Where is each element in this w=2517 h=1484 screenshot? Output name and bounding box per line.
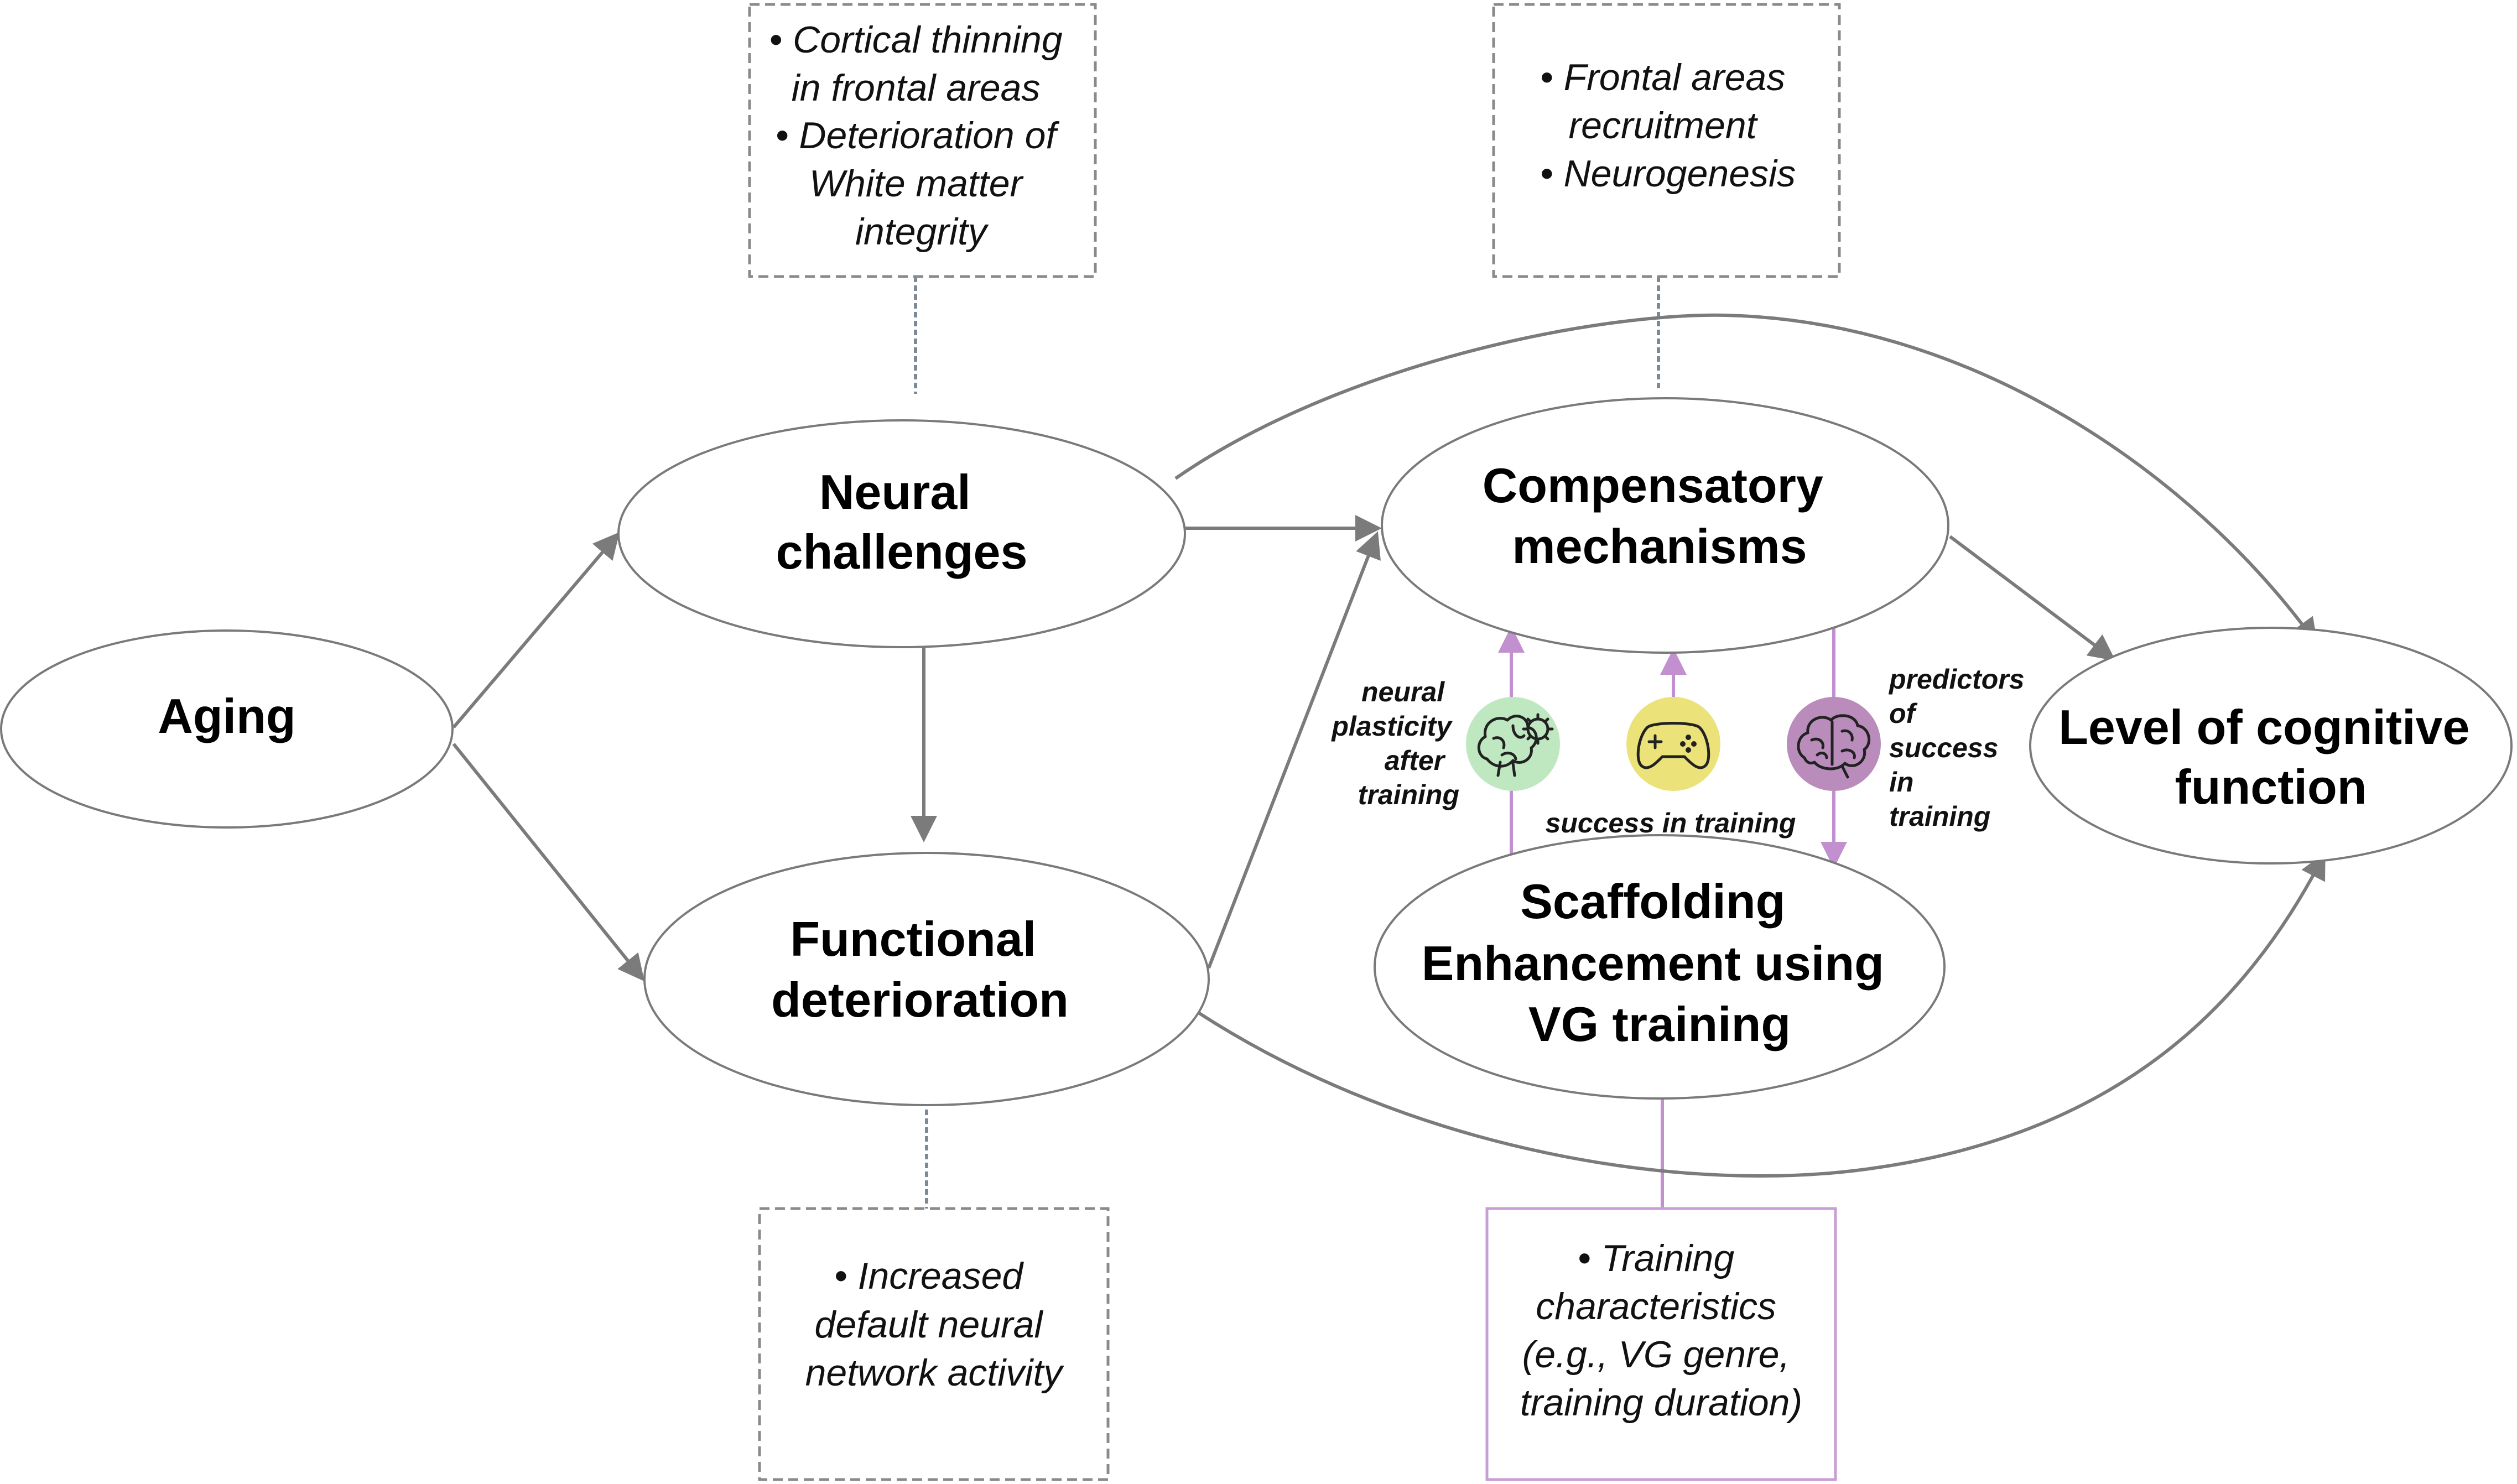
node-aging-shape — [0, 629, 454, 829]
label-neural-plasticity: neural plasticity after training — [1330, 676, 1459, 810]
note-training-text: • Training characteristics (e.g., VG gen… — [1520, 1237, 1802, 1424]
node-functional-deterioration-shape — [643, 852, 1210, 1106]
arrow-functional-to-cognitive-curve — [1197, 852, 2326, 1178]
arrow-aging-to-functional — [452, 743, 645, 982]
node-neural-challenges-title: Neural challenges — [776, 465, 1028, 579]
node-neural-challenges-shape — [617, 419, 1186, 648]
arrow-aging-to-neural — [452, 532, 620, 728]
note-compensatory-box — [1492, 3, 1841, 278]
node-functional-deterioration-title: Functional deterioration — [771, 912, 1069, 1027]
node-aging-title: Aging — [158, 689, 295, 743]
arrow-functional-to-compensatory — [1207, 531, 1381, 969]
gamepad-icon — [1626, 697, 1720, 791]
note-functional-box — [758, 1207, 1110, 1481]
node-scaffolding-title: Scaffolding Enhancement using VG trainin… — [1422, 874, 1898, 1051]
note-neural-challenges-box — [748, 3, 1097, 278]
label-success-in-training: success in training — [1546, 808, 1796, 839]
brain-gear-icon — [1466, 697, 1560, 791]
note-functional-text: • Increased default neural network activ… — [805, 1255, 1065, 1394]
note-neural-challenges-text: • Cortical thinning in frontal areas • D… — [769, 19, 1073, 253]
label-predictors: predictors of success in training — [1888, 664, 2032, 832]
node-compensatory-mechanisms-title: Compensatory mechanisms — [1483, 458, 1837, 574]
node-scaffolding-shape — [1374, 834, 1946, 1100]
note-training-box — [1485, 1207, 1837, 1481]
node-cognitive-function-shape — [2029, 627, 2513, 865]
node-compensatory-mechanisms-shape — [1381, 397, 1949, 654]
arrow-neural-to-cognitive-curve — [1174, 313, 2318, 645]
arrow-compensatory-to-cognitive — [1949, 535, 2116, 661]
brain-icon — [1787, 697, 1881, 791]
node-cognitive-function-title: Level of cognitive function — [2058, 700, 2483, 814]
note-compensatory-text: • Frontal areas recruitment • Neurogenes… — [1540, 56, 1796, 195]
